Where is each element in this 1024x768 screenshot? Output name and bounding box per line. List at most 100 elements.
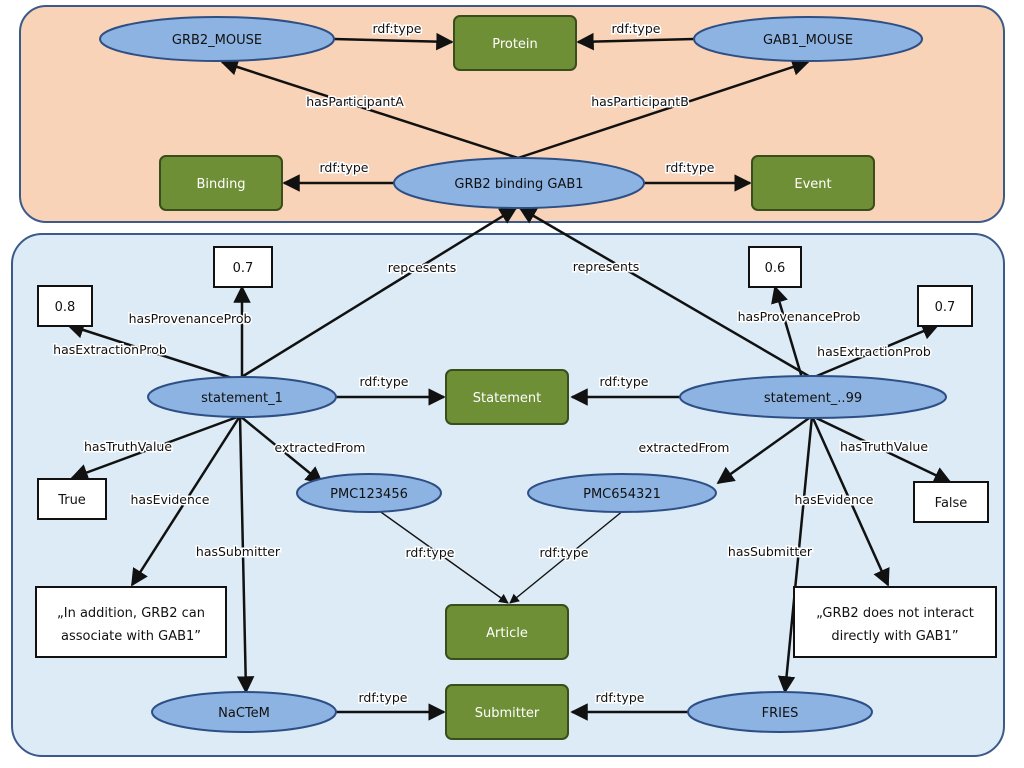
edge-statement1-submitter xyxy=(236,415,255,694)
instance-ellipse xyxy=(99,16,335,62)
literal-truth-false[interactable]: False xyxy=(913,481,989,523)
literal-value: 0.6 xyxy=(765,261,786,276)
literal-provenance-right[interactable]: 0.6 xyxy=(748,246,802,288)
node-grb2-mouse[interactable]: GRB2_MOUSE xyxy=(99,16,335,62)
class-box xyxy=(453,15,577,71)
literal-provenance-left[interactable]: 0.7 xyxy=(213,246,273,288)
node-gab1-mouse[interactable]: GAB1_MOUSE xyxy=(693,16,923,62)
label-submitter-left: hasSubmitter xyxy=(196,544,281,559)
class-box xyxy=(159,155,283,211)
node-statement-99[interactable]: statement_..99 xyxy=(679,375,947,419)
node-label: GAB1_MOUSE xyxy=(763,33,853,48)
instance-ellipse xyxy=(151,691,337,733)
literal-value: 0.7 xyxy=(935,300,956,315)
label-has-participant-a: hasParticipantA xyxy=(306,94,404,109)
node-label: GRB2_MOUSE xyxy=(172,33,262,48)
edge-statement99-provenance xyxy=(771,285,804,379)
edge-statement1-truth xyxy=(70,414,241,481)
label-rdf-type-statement99: rdf:type xyxy=(600,374,649,389)
literal-box xyxy=(793,586,997,658)
node-event[interactable]: Event xyxy=(751,155,875,211)
node-label: FRIES xyxy=(762,706,799,721)
literal-box xyxy=(35,586,227,658)
node-submitter[interactable]: Submitter xyxy=(445,684,569,740)
edge-statement99-extracted-from xyxy=(716,414,813,485)
node-label: statement_1 xyxy=(201,391,283,406)
class-box xyxy=(751,155,875,211)
literal-value: False xyxy=(935,496,968,511)
literal-box xyxy=(913,481,989,523)
label-rdf-type-statement1: rdf:type xyxy=(360,374,409,389)
label-represents-right: represents xyxy=(573,259,640,274)
label-extracted-from-right: extractedFrom xyxy=(639,440,730,455)
label-represents-left: repcesents xyxy=(388,260,457,275)
edge-statement99-extraction xyxy=(811,323,940,380)
literal-evidence-left[interactable]: „In addition, GRB2 can associate with GA… xyxy=(35,586,227,658)
evidence-text-line2: associate with GAB1” xyxy=(61,629,201,644)
literal-value: True xyxy=(57,493,86,508)
literal-evidence-right[interactable]: „GRB2 does not interact directly with GA… xyxy=(793,586,997,658)
literal-value: 0.8 xyxy=(55,300,76,315)
node-article[interactable]: Article xyxy=(445,604,569,660)
label-rdf-type-event: rdf:type xyxy=(666,160,715,175)
node-fries[interactable]: FRIES xyxy=(687,691,873,733)
literal-box xyxy=(37,285,93,327)
node-label: PMC654321 xyxy=(583,487,661,502)
literal-box xyxy=(37,478,107,520)
node-label: Binding xyxy=(196,177,245,192)
edge-statement1-extracted-from xyxy=(239,415,324,485)
edge-statement1-extraction xyxy=(66,321,233,380)
instance-ellipse xyxy=(693,16,923,62)
edge-binding-has-participant-b xyxy=(517,58,810,160)
instance-ellipse xyxy=(679,375,947,419)
class-box xyxy=(445,604,569,660)
instance-ellipse xyxy=(687,691,873,733)
literal-box xyxy=(917,285,973,327)
instance-ellipse xyxy=(527,473,717,513)
label-has-participant-b: hasParticipantB xyxy=(591,94,689,109)
label-submitter-right: hasSubmitter xyxy=(728,544,813,559)
literal-extraction-left[interactable]: 0.8 xyxy=(37,285,93,327)
instance-ellipse xyxy=(393,157,645,209)
literal-box xyxy=(748,246,802,288)
node-label: GRB2 binding GAB1 xyxy=(454,177,583,192)
label-extracted-from-left: extractedFrom xyxy=(275,440,366,455)
literal-value: 0.7 xyxy=(233,261,254,276)
edge-statement1-represents xyxy=(239,206,518,380)
node-nactem[interactable]: NaCTeM xyxy=(151,691,337,733)
edge-statement99-truth xyxy=(811,414,952,484)
edge-binding-has-participant-a xyxy=(220,58,519,160)
edge-statement99-evidence xyxy=(810,415,890,587)
edge-statement1-evidence xyxy=(130,415,242,587)
evidence-text-line2: directly with GAB1” xyxy=(831,629,958,644)
node-grb2-binding-gab1[interactable]: GRB2 binding GAB1 xyxy=(393,157,645,209)
edge-statement99-represents xyxy=(518,206,813,380)
evidence-text-line1: „GRB2 does not interact xyxy=(816,606,974,621)
node-label: Protein xyxy=(492,37,538,52)
node-label: Event xyxy=(794,177,831,192)
edge-grb2-to-protein xyxy=(333,32,454,51)
instance-ellipse xyxy=(147,376,337,418)
node-statement-class[interactable]: Statement xyxy=(445,369,569,425)
label-extraction-left: hasExtractionProb xyxy=(53,342,167,357)
label-rdf-type-pmc654321: rdf:type xyxy=(540,545,589,560)
literal-box xyxy=(213,246,273,288)
label-evidence-right: hasEvidence xyxy=(795,492,874,507)
class-box xyxy=(445,684,569,740)
node-label: Submitter xyxy=(475,706,540,721)
label-truth-left: hasTruthValue xyxy=(84,439,172,454)
node-label: PMC123456 xyxy=(330,487,408,502)
node-pmc123456[interactable]: PMC123456 xyxy=(296,473,442,513)
literal-truth-true[interactable]: True xyxy=(37,478,107,520)
literal-extraction-right[interactable]: 0.7 xyxy=(917,285,973,327)
node-label: statement_..99 xyxy=(764,391,862,406)
node-statement-1[interactable]: statement_1 xyxy=(147,376,337,418)
node-binding[interactable]: Binding xyxy=(159,155,283,211)
node-pmc654321[interactable]: PMC654321 xyxy=(527,473,717,513)
instance-ellipse xyxy=(296,473,442,513)
edge-pmc123456-type xyxy=(377,509,509,604)
node-protein[interactable]: Protein xyxy=(453,15,577,71)
node-label: Article xyxy=(486,626,528,641)
